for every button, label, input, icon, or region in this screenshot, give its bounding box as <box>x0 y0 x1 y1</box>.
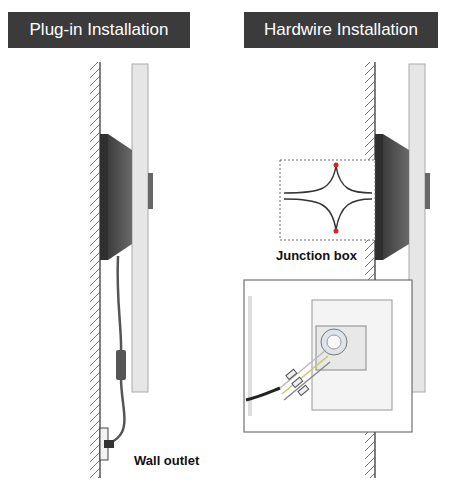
panel <box>132 64 148 392</box>
wall-outlet <box>100 428 114 460</box>
inline-switch <box>116 350 126 380</box>
header-text: Hardwire Installation <box>264 20 418 40</box>
wall-mount <box>100 134 153 260</box>
junction-box-inset <box>280 160 375 240</box>
header-bar: Hardwire Installation <box>244 12 438 48</box>
header-bar: Plug-in Installation <box>8 12 190 48</box>
header-text: Plug-in Installation <box>30 20 169 40</box>
wall-mount <box>375 134 430 260</box>
wall <box>90 62 100 478</box>
callout-label: Junction box <box>274 248 359 263</box>
callout-label: Wall outlet <box>132 453 201 468</box>
wiring-detail-inset <box>244 280 412 432</box>
